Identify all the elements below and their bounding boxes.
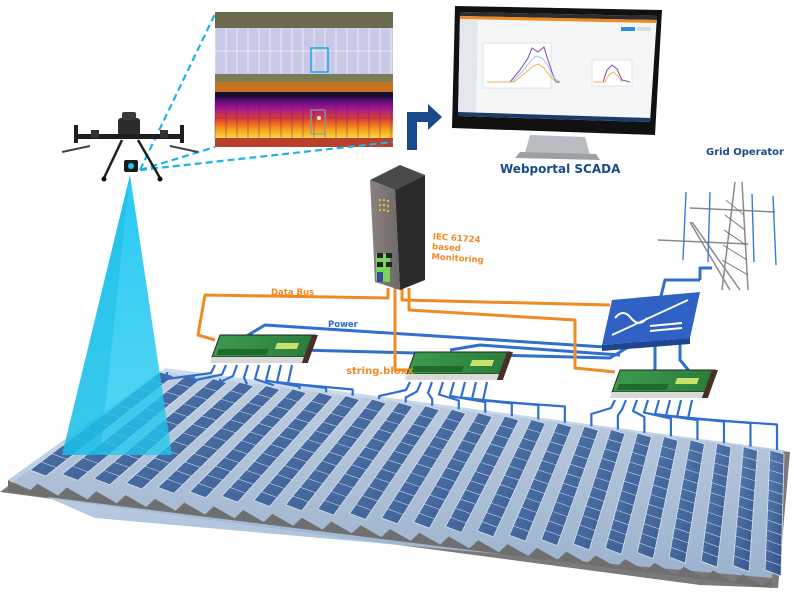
string-feeder xyxy=(218,364,239,384)
solar-row xyxy=(316,402,414,516)
inspection-highlight-rgb xyxy=(310,47,329,73)
iec-monitoring-label: IEC 61724 based Monitoring xyxy=(431,232,485,266)
drone-scan-beam xyxy=(62,175,172,455)
solar-row xyxy=(700,442,732,568)
solar-row xyxy=(189,388,308,499)
solar-rows xyxy=(29,371,785,577)
solar-row xyxy=(764,449,785,577)
string-feeder xyxy=(631,399,646,434)
solar-row xyxy=(412,412,493,529)
string-feeder xyxy=(590,399,616,427)
scada-monitor[interactable] xyxy=(452,6,662,160)
solar-row xyxy=(540,425,599,547)
power-label: Power xyxy=(328,320,358,330)
ac-wave-symbol xyxy=(614,312,648,324)
solar-row xyxy=(668,439,705,564)
string-box-2[interactable] xyxy=(404,351,513,380)
string-feeder xyxy=(242,364,250,385)
scada-chart-orange xyxy=(487,63,557,83)
string-box-1[interactable] xyxy=(209,334,318,363)
string-feeder xyxy=(616,399,628,430)
solar-row xyxy=(572,429,626,551)
inverter[interactable] xyxy=(602,292,700,351)
string-feeder xyxy=(404,381,423,403)
grid-operator-label: Grid Operator xyxy=(706,147,784,158)
solar-row xyxy=(604,432,652,555)
webportal-scada-label: Webportal SCADA xyxy=(500,162,621,176)
string-feeder xyxy=(165,364,216,381)
string-feeder xyxy=(192,364,228,382)
string-feeder xyxy=(642,399,673,437)
drone[interactable] xyxy=(61,112,199,182)
string-feeder xyxy=(253,364,275,387)
inspection-highlight-thermal xyxy=(310,109,326,135)
data-bus-label: Data Bus xyxy=(271,288,315,298)
solar-row xyxy=(348,405,440,520)
string-bloxx-label: string.bloxx xyxy=(346,366,414,377)
scada-chart-blue xyxy=(487,55,561,83)
string-feeder xyxy=(481,381,566,423)
upload-arrow-icon xyxy=(407,104,442,150)
solar-row xyxy=(253,395,361,507)
solar-row xyxy=(636,435,679,560)
solar-row xyxy=(444,415,520,534)
solar-row xyxy=(476,419,546,538)
string-feeder xyxy=(378,381,411,400)
monitoring-controller[interactable] xyxy=(370,165,425,290)
solar-row xyxy=(221,391,334,503)
string-feeder xyxy=(686,399,779,450)
string-feeder-cables xyxy=(165,364,779,450)
solar-row xyxy=(284,398,387,512)
solar-row xyxy=(508,422,573,542)
solar-row xyxy=(157,385,281,494)
string-feeder xyxy=(426,381,434,406)
scada-chart-purple xyxy=(487,46,560,83)
data-bus-lines xyxy=(196,288,616,374)
string-feeder xyxy=(286,364,354,396)
thermal-inspection-inset xyxy=(214,12,393,147)
solar-row xyxy=(732,446,758,573)
grid-pylon xyxy=(657,181,777,291)
string-box-3[interactable] xyxy=(609,369,718,398)
string-feeder xyxy=(437,381,460,410)
solar-row xyxy=(380,408,467,525)
